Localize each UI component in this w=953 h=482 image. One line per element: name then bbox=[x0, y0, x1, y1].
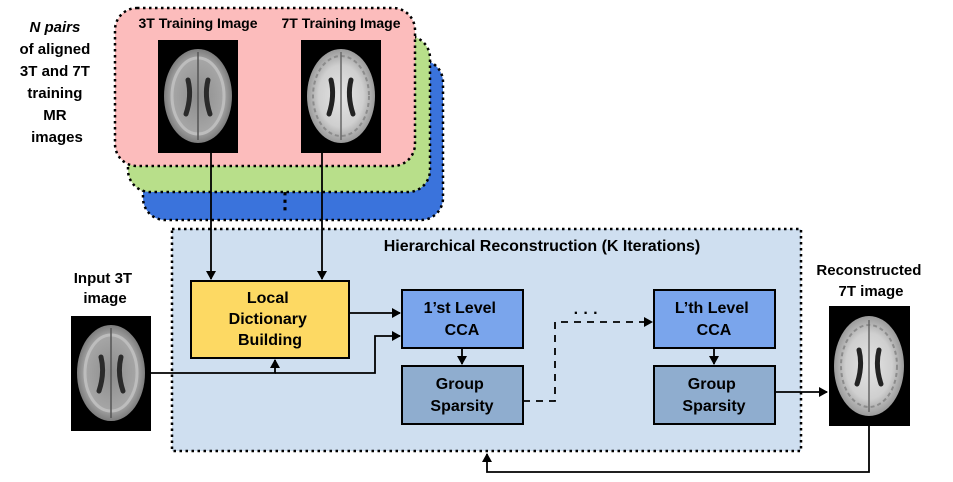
level-l-cca-line-1: L’th Level bbox=[675, 300, 749, 317]
dictionary-line-3: Building bbox=[238, 332, 302, 349]
local-dictionary-building-label: Local Dictionary Building bbox=[229, 290, 312, 349]
reconstructed-7t-brain-image bbox=[829, 306, 910, 426]
level-1-sparsity-line-2: Sparsity bbox=[430, 398, 493, 415]
training-pairs-label-line-4: training bbox=[27, 85, 82, 102]
training-3t-brain-image bbox=[158, 40, 238, 153]
levels-ellipsis: · · · bbox=[574, 305, 599, 322]
level-l-cca-box bbox=[653, 289, 776, 349]
level-1-cca-line-2: CCA bbox=[445, 322, 480, 339]
level-1-cca-line-1: 1’st Level bbox=[424, 300, 496, 317]
training-pairs-label-line-3: 3T and 7T bbox=[20, 63, 90, 80]
training-pairs-label-line-2: of aligned bbox=[19, 41, 90, 58]
training-image-7t-label: 7T Training Image bbox=[281, 15, 400, 31]
reconstruction-title: Hierarchical Reconstruction (K Iteration… bbox=[384, 238, 701, 255]
arrow-level-1-sparsity-to-level-l-cca bbox=[523, 317, 653, 402]
level-1-sparsity-line-1: Group bbox=[436, 376, 484, 393]
training-7t-brain-image bbox=[301, 40, 381, 153]
output-label-line-1: Reconstructed bbox=[816, 262, 921, 279]
arrow-input-to-level-1-cca bbox=[275, 331, 401, 374]
training-image-3t-label: 3T Training Image bbox=[138, 15, 257, 31]
training-pairs-label: N pairs of aligned 3T and 7T training MR… bbox=[19, 19, 94, 146]
input-image-label: Input 3T image bbox=[74, 270, 137, 307]
local-dictionary-building-box bbox=[190, 280, 350, 359]
dictionary-line-2: Dictionary bbox=[229, 311, 307, 328]
level-l-cca-line-2: CCA bbox=[697, 322, 732, 339]
arrows bbox=[151, 153, 870, 473]
dictionary-line-1: Local bbox=[247, 290, 289, 307]
level-l-group-sparsity-box bbox=[653, 365, 776, 425]
input-3t-brain-image bbox=[71, 316, 151, 431]
output-label-line-2: 7T image bbox=[838, 283, 903, 300]
training-pairs-label-line-1: N pairs bbox=[29, 19, 80, 36]
level-l-sparsity-line-1: Group bbox=[688, 376, 736, 393]
training-stack-ellipsis: ⋮ bbox=[274, 188, 296, 213]
training-pairs-label-line-5: MR bbox=[43, 107, 66, 124]
level-1-group-sparsity-label: Group Sparsity bbox=[430, 376, 493, 415]
level-1-cca-box bbox=[401, 289, 524, 349]
level-l-cca-label: L’th Level CCA bbox=[675, 300, 753, 339]
level-l-group-sparsity-label: Group Sparsity bbox=[682, 376, 745, 415]
input-label-line-1: Input 3T bbox=[74, 270, 132, 287]
level-l-sparsity-line-2: Sparsity bbox=[682, 398, 745, 415]
level-1-group-sparsity-box bbox=[401, 365, 524, 425]
arrow-output-feedback-loop bbox=[482, 426, 870, 473]
input-label-line-2: image bbox=[83, 290, 126, 307]
output-image-label: Reconstructed 7T image bbox=[816, 262, 925, 300]
training-pairs-label-line-6: images bbox=[31, 129, 83, 146]
level-1-cca-label: 1’st Level CCA bbox=[424, 300, 501, 339]
